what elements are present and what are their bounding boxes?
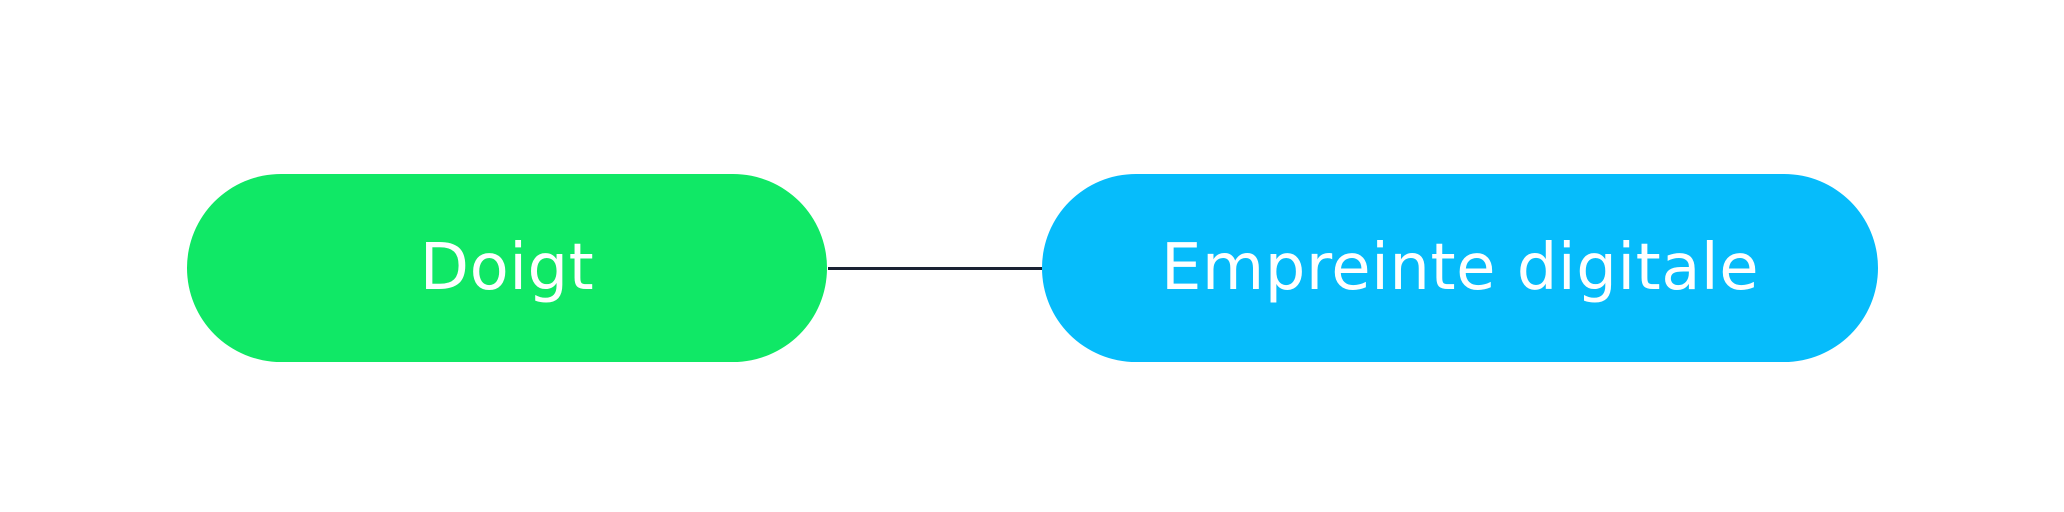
node-doigt: Doigt (187, 174, 827, 362)
node-empreinte-digitale: Empreinte digitale (1042, 174, 1878, 362)
connector-line (828, 267, 1042, 270)
node-label: Empreinte digitale (1160, 231, 1760, 305)
node-label: Doigt (419, 231, 595, 305)
